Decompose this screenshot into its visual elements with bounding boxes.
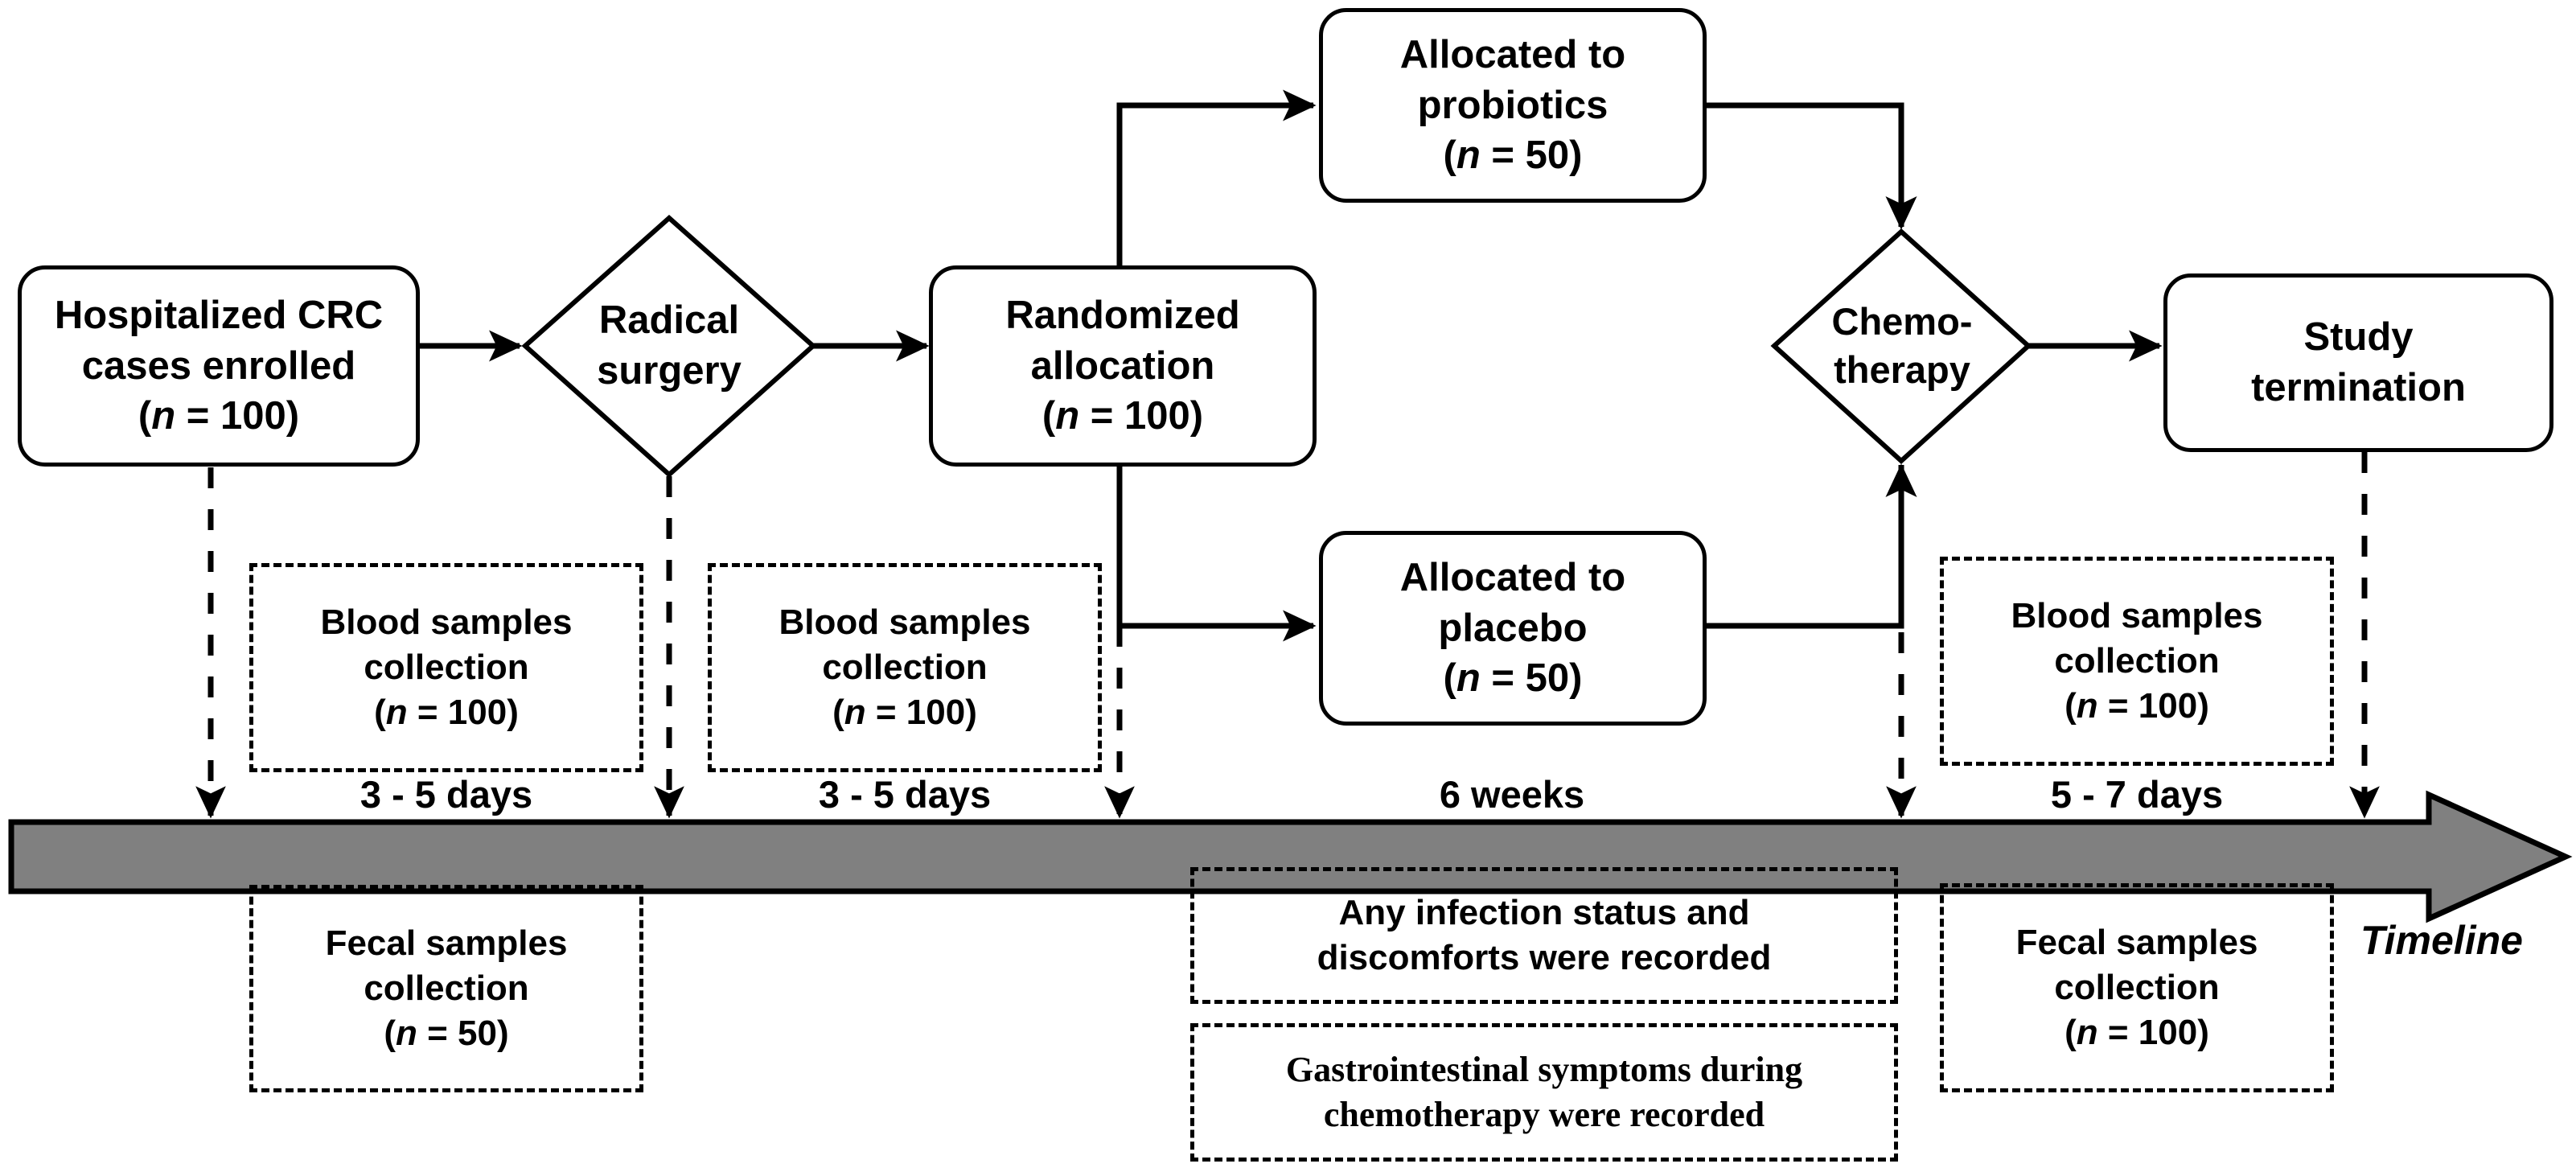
infection-note-box[interactable] [1190,867,1898,1004]
interval-label-2: 3 - 5 days [818,773,992,816]
interval-label-3: 6 weeks [1439,773,1585,816]
blood-samples-box-2[interactable] [708,563,1102,772]
node-enrolled-box[interactable] [18,265,420,467]
radical-surgery-diamond [521,214,817,479]
node-study-termination-box[interactable] [2163,273,2553,452]
interval-label-1: 3 - 5 days [359,773,533,816]
connector-randomized-to-probiotics [1116,89,1317,227]
interval-label-4: 5 - 7 days [2050,773,2224,816]
gi-note-box[interactable] [1190,1023,1898,1162]
chemotherapy-diamond [1770,228,2032,465]
fecal-samples-box-1[interactable] [249,885,643,1092]
blood-samples-box-3[interactable] [1940,557,2334,766]
fecal-samples-box-2[interactable] [1940,883,2334,1092]
timeline-arrow [8,790,2573,923]
timeline-caption: Timeline [2360,918,2523,963]
node-randomized-box[interactable] [929,265,1317,467]
connector-placebo-to-chemo [1707,463,1917,629]
connector-probiotics-to-chemo [1707,102,1917,230]
node-placebo-box[interactable] [1319,531,1707,726]
blood-samples-box-1[interactable] [249,563,643,772]
node-probiotics-box[interactable] [1319,8,1707,203]
